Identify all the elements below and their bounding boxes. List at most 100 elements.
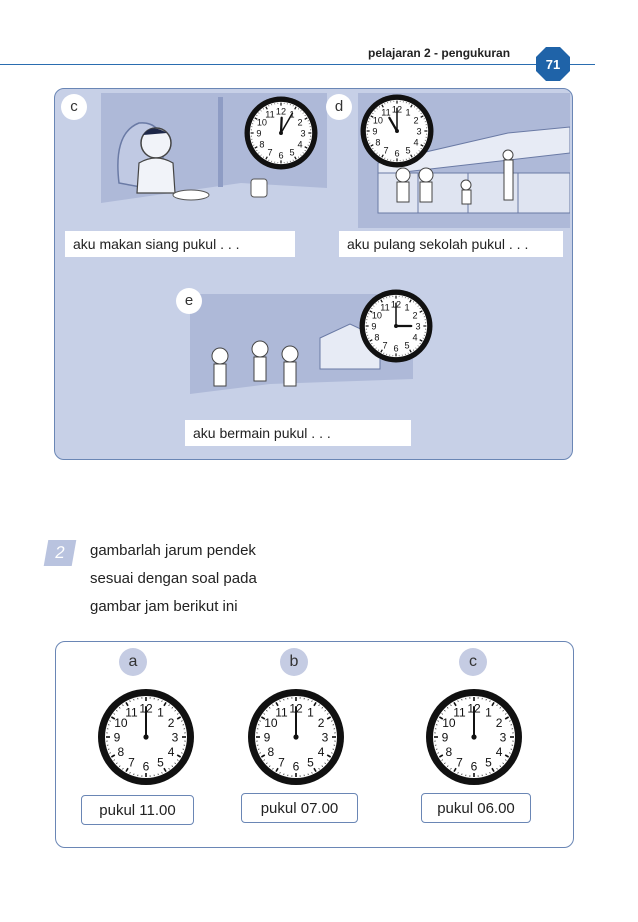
tick-mark	[410, 154, 413, 158]
tick-mark	[129, 772, 131, 774]
clock-face: 121234567891011	[248, 689, 344, 785]
scene-e-caption: aku bermain pukul . . .	[185, 420, 411, 446]
clock-numeral: 11	[381, 107, 390, 117]
tick-mark	[413, 154, 416, 156]
tick-mark	[174, 762, 176, 765]
tick-mark	[504, 754, 510, 758]
clock-numeral: 1	[485, 705, 492, 719]
clock-numeral: 6	[278, 150, 283, 160]
tick-mark	[266, 762, 268, 765]
tick-mark	[304, 114, 306, 117]
tick-mark	[275, 767, 279, 773]
tick-mark	[412, 349, 415, 351]
scene-c-clock: 121234567891011	[244, 96, 318, 170]
tick-mark	[378, 106, 381, 108]
tick-mark	[420, 147, 422, 150]
clock-numeral: 2	[298, 117, 303, 127]
tick-mark	[311, 772, 313, 774]
tick-mark	[161, 772, 163, 774]
practice-b-label: b	[280, 648, 308, 676]
tick-mark	[272, 767, 274, 770]
tick-mark	[110, 716, 116, 720]
clock-numeral: 3	[172, 731, 179, 745]
tick-mark	[446, 765, 449, 767]
tick-mark	[181, 752, 183, 754]
tick-mark	[268, 707, 271, 709]
tick-mark	[304, 149, 306, 152]
tick-mark	[381, 154, 384, 158]
tick-mark	[457, 772, 459, 774]
tick-mark	[413, 106, 416, 108]
tick-mark	[499, 765, 502, 767]
tick-mark	[417, 345, 419, 347]
tick-mark	[438, 716, 444, 720]
tick-mark	[326, 754, 332, 758]
tick-mark	[294, 156, 297, 160]
activity-panel: c 121234567891011 aku makan siang pukul …	[54, 88, 573, 460]
clock-numeral: 8	[446, 745, 453, 759]
tick-mark	[416, 152, 418, 154]
tick-mark	[502, 709, 504, 712]
tick-mark	[118, 707, 121, 709]
tick-mark	[279, 772, 281, 774]
clock-center	[279, 131, 283, 135]
tick-mark	[373, 305, 375, 307]
clock-numeral: 9	[372, 126, 377, 136]
tick-mark	[453, 767, 457, 773]
tick-mark	[122, 767, 124, 770]
tick-mark	[302, 152, 304, 154]
tick-mark	[441, 759, 444, 761]
scene-d-label: d	[326, 94, 352, 120]
tick-mark	[262, 108, 265, 110]
tick-mark	[265, 106, 268, 110]
tick-mark	[294, 106, 297, 110]
tick-mark	[263, 759, 266, 761]
tick-mark	[262, 156, 265, 158]
tick-mark	[171, 707, 174, 709]
clock-numeral: 10	[373, 115, 383, 125]
tick-mark	[163, 701, 167, 707]
header-rule	[0, 64, 595, 65]
practice-a-clock: 121234567891011	[98, 689, 194, 785]
tick-mark	[260, 110, 262, 112]
clock-numeral: 12	[276, 106, 286, 116]
clock-center	[293, 734, 299, 740]
minute-hand	[280, 112, 294, 134]
practice-c-time: pukul 06.00	[421, 793, 531, 823]
tick-mark	[380, 349, 383, 353]
tick-mark	[118, 765, 121, 767]
tick-mark	[420, 144, 424, 147]
tick-mark	[125, 701, 129, 707]
tick-mark	[437, 720, 439, 722]
clock-numeral: 3	[417, 126, 422, 136]
lunch-illustration	[101, 97, 327, 232]
tick-mark	[371, 342, 373, 345]
clock-numeral: 6	[471, 760, 478, 774]
tick-mark	[122, 704, 124, 707]
clock-numeral: 11	[453, 705, 466, 719]
clock-numeral: 5	[485, 756, 492, 770]
clock-numeral: 9	[114, 731, 121, 745]
tick-mark	[417, 305, 419, 307]
tick-mark	[266, 709, 268, 712]
tick-mark	[419, 310, 423, 313]
tick-mark	[489, 700, 491, 702]
clock-face: 121234567891011	[359, 289, 433, 363]
tick-mark	[437, 752, 439, 754]
tick-mark	[259, 720, 261, 722]
clock-numeral: 10	[257, 117, 267, 127]
tick-mark	[304, 146, 308, 149]
chapter-title: pelajaran 2 - pengukuran	[368, 46, 511, 60]
clock-center	[143, 734, 149, 740]
clock-numeral: 9	[264, 731, 271, 745]
clock-numeral: 11	[265, 109, 274, 119]
clock-numeral: 9	[256, 128, 261, 138]
clock-numeral: 5	[289, 148, 294, 158]
tick-mark	[109, 720, 111, 722]
clock-numeral: 8	[374, 332, 379, 342]
tick-mark	[457, 700, 459, 702]
clock-numeral: 1	[404, 302, 409, 312]
tick-mark	[326, 713, 329, 715]
tick-mark	[176, 713, 179, 715]
tick-mark	[297, 108, 300, 110]
